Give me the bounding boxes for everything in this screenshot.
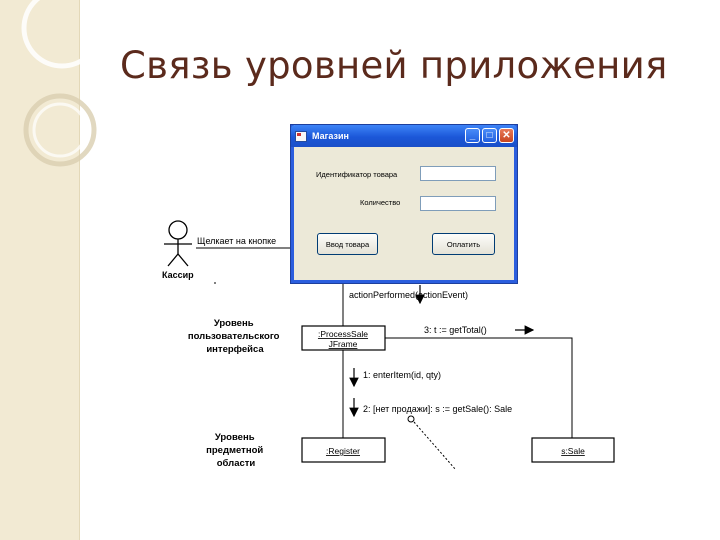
quantity-label: Количество <box>360 198 401 207</box>
close-button[interactable]: ✕ <box>499 128 514 143</box>
msg-action-performed: actionPerformed(actionEvent) <box>349 290 468 300</box>
register-box <box>301 437 386 463</box>
register-box-label: :Register <box>326 446 360 456</box>
side-decor-strip <box>0 0 80 540</box>
processsale-box <box>301 325 386 351</box>
actor-action-label: Щелкает на кнопке <box>197 236 276 246</box>
cashier-actor-icon <box>164 220 192 267</box>
msg-get-sale: 2: [нет продажи]: s := getSale(): Sale <box>363 404 512 414</box>
minimize-button[interactable]: _ <box>465 128 480 143</box>
window-title: Магазин <box>312 131 349 141</box>
enter-item-button[interactable]: Ввод товара <box>317 233 378 255</box>
pay-button[interactable]: Оплатить <box>432 233 495 255</box>
msg-get-total: 3: t := getTotal() <box>424 325 487 335</box>
window-titlebar[interactable]: Магазин _ □ ✕ <box>291 125 517 147</box>
item-id-input[interactable] <box>420 166 496 181</box>
processsale-to-sale-link <box>385 337 573 438</box>
sale-box <box>531 437 615 463</box>
slide-title: Связь уровней приложения <box>120 44 668 87</box>
store-window: Магазин _ □ ✕ Идентификатор товара Колич… <box>291 125 517 283</box>
note-anchor <box>407 415 415 423</box>
note-dashed-line <box>413 421 457 471</box>
maximize-button[interactable]: □ <box>482 128 497 143</box>
ui-layer-label: Уровень пользовательского интерфейса <box>188 318 282 355</box>
domain-layer-label: Уровень предметной области <box>206 432 266 469</box>
decorative-circles <box>21 0 103 167</box>
app-icon <box>295 130 307 142</box>
msg-enter-item: 1: enterItem(id, qty) <box>363 370 441 380</box>
item-id-label: Идентификатор товара <box>316 170 398 179</box>
window-body: Идентификатор товара Количество Ввод тов… <box>294 147 514 280</box>
processsale-box-line2: JFrame <box>329 339 358 349</box>
actor-name: Кассир <box>162 270 194 280</box>
processsale-box-line1: :ProcessSale <box>318 329 368 339</box>
quantity-input[interactable] <box>420 196 496 211</box>
sale-box-label: s:Sale <box>561 446 585 456</box>
